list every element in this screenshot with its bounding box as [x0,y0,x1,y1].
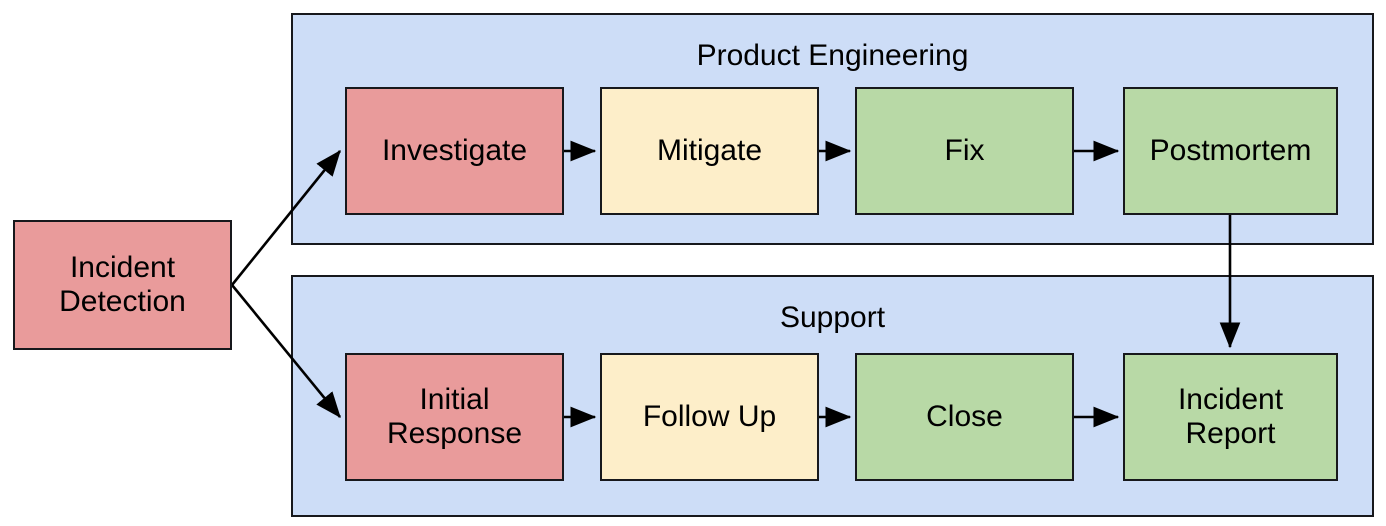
node-incident-detection[interactable]: Incident Detection [13,220,232,350]
node-initial-response[interactable]: Initial Response [345,353,564,481]
node-close[interactable]: Close [855,353,1074,481]
node-label-initial-response: Initial Response [386,383,523,450]
node-postmortem[interactable]: Postmortem [1123,87,1338,215]
node-label-incident-report: Incident Report [1177,383,1284,450]
node-label-mitigate: Mitigate [656,134,763,168]
node-follow-up[interactable]: Follow Up [600,353,819,481]
node-mitigate[interactable]: Mitigate [600,87,819,215]
node-label-incident-detection: Incident Detection [59,251,186,318]
node-fix[interactable]: Fix [855,87,1074,215]
node-label-investigate: Investigate [381,134,528,168]
swimlane-title-product-engineering: Product Engineering [696,39,969,72]
node-label-fix: Fix [944,134,985,168]
node-label-close: Close [926,400,1003,434]
node-incident-report[interactable]: Incident Report [1123,353,1338,481]
node-investigate[interactable]: Investigate [345,87,564,215]
swimlane-title-support: Support [779,301,886,334]
node-label-postmortem: Postmortem [1149,134,1312,168]
node-label-follow-up: Follow Up [642,400,777,434]
